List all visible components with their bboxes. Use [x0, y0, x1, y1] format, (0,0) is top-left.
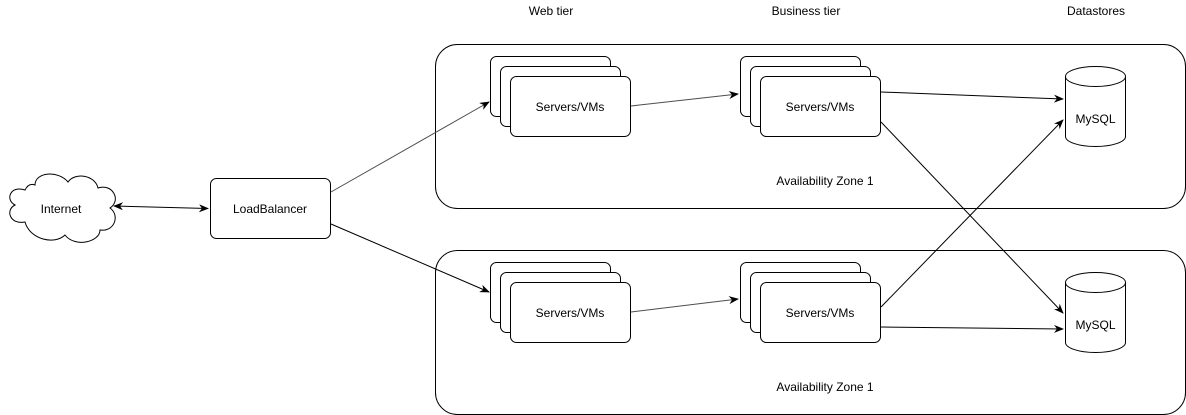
servers-label: Servers/VMs — [536, 100, 605, 114]
zone-label: Availability Zone 1 — [776, 174, 873, 188]
database-label: MySQL — [1075, 318, 1115, 332]
zone-label: Availability Zone 1 — [776, 380, 873, 394]
servers-label: Servers/VMs — [536, 306, 605, 320]
lb-to-web-bottom-arrow — [330, 223, 490, 293]
internet-label: Internet — [41, 202, 82, 216]
business-bottom-to-db-bottom-arrow — [880, 324, 1064, 333]
internet-cloud: Internet — [9, 173, 116, 243]
web-to-business-bottom-arrow — [630, 296, 739, 313]
business-top-to-db-top-arrow — [880, 91, 1064, 103]
web-to-business-top-arrow — [630, 91, 739, 107]
servers-label: Servers/VMs — [786, 100, 855, 114]
datastores-header: Datastores — [1067, 4, 1125, 18]
web-servers-top: Servers/VMs — [490, 56, 631, 137]
mysql-database-bottom: MySQL — [1065, 272, 1126, 353]
load-balancer-label: LoadBalancer — [233, 202, 307, 216]
business-top-to-db-bottom-arrow — [880, 121, 1064, 314]
business-tier-header: Business tier — [772, 4, 841, 18]
business-servers-bottom: Servers/VMs — [740, 262, 881, 343]
database-label: MySQL — [1075, 112, 1115, 126]
mysql-database-top: MySQL — [1065, 66, 1126, 147]
business-bottom-to-db-top-arrow — [880, 119, 1064, 308]
load-balancer-node: LoadBalancer — [210, 178, 331, 239]
servers-label: Servers/VMs — [786, 306, 855, 320]
lb-to-web-top-arrow — [330, 101, 490, 193]
business-servers-top: Servers/VMs — [740, 56, 881, 137]
web-servers-bottom: Servers/VMs — [490, 262, 631, 343]
web-tier-header: Web tier — [529, 4, 573, 18]
internet-lb-connector — [113, 202, 209, 213]
